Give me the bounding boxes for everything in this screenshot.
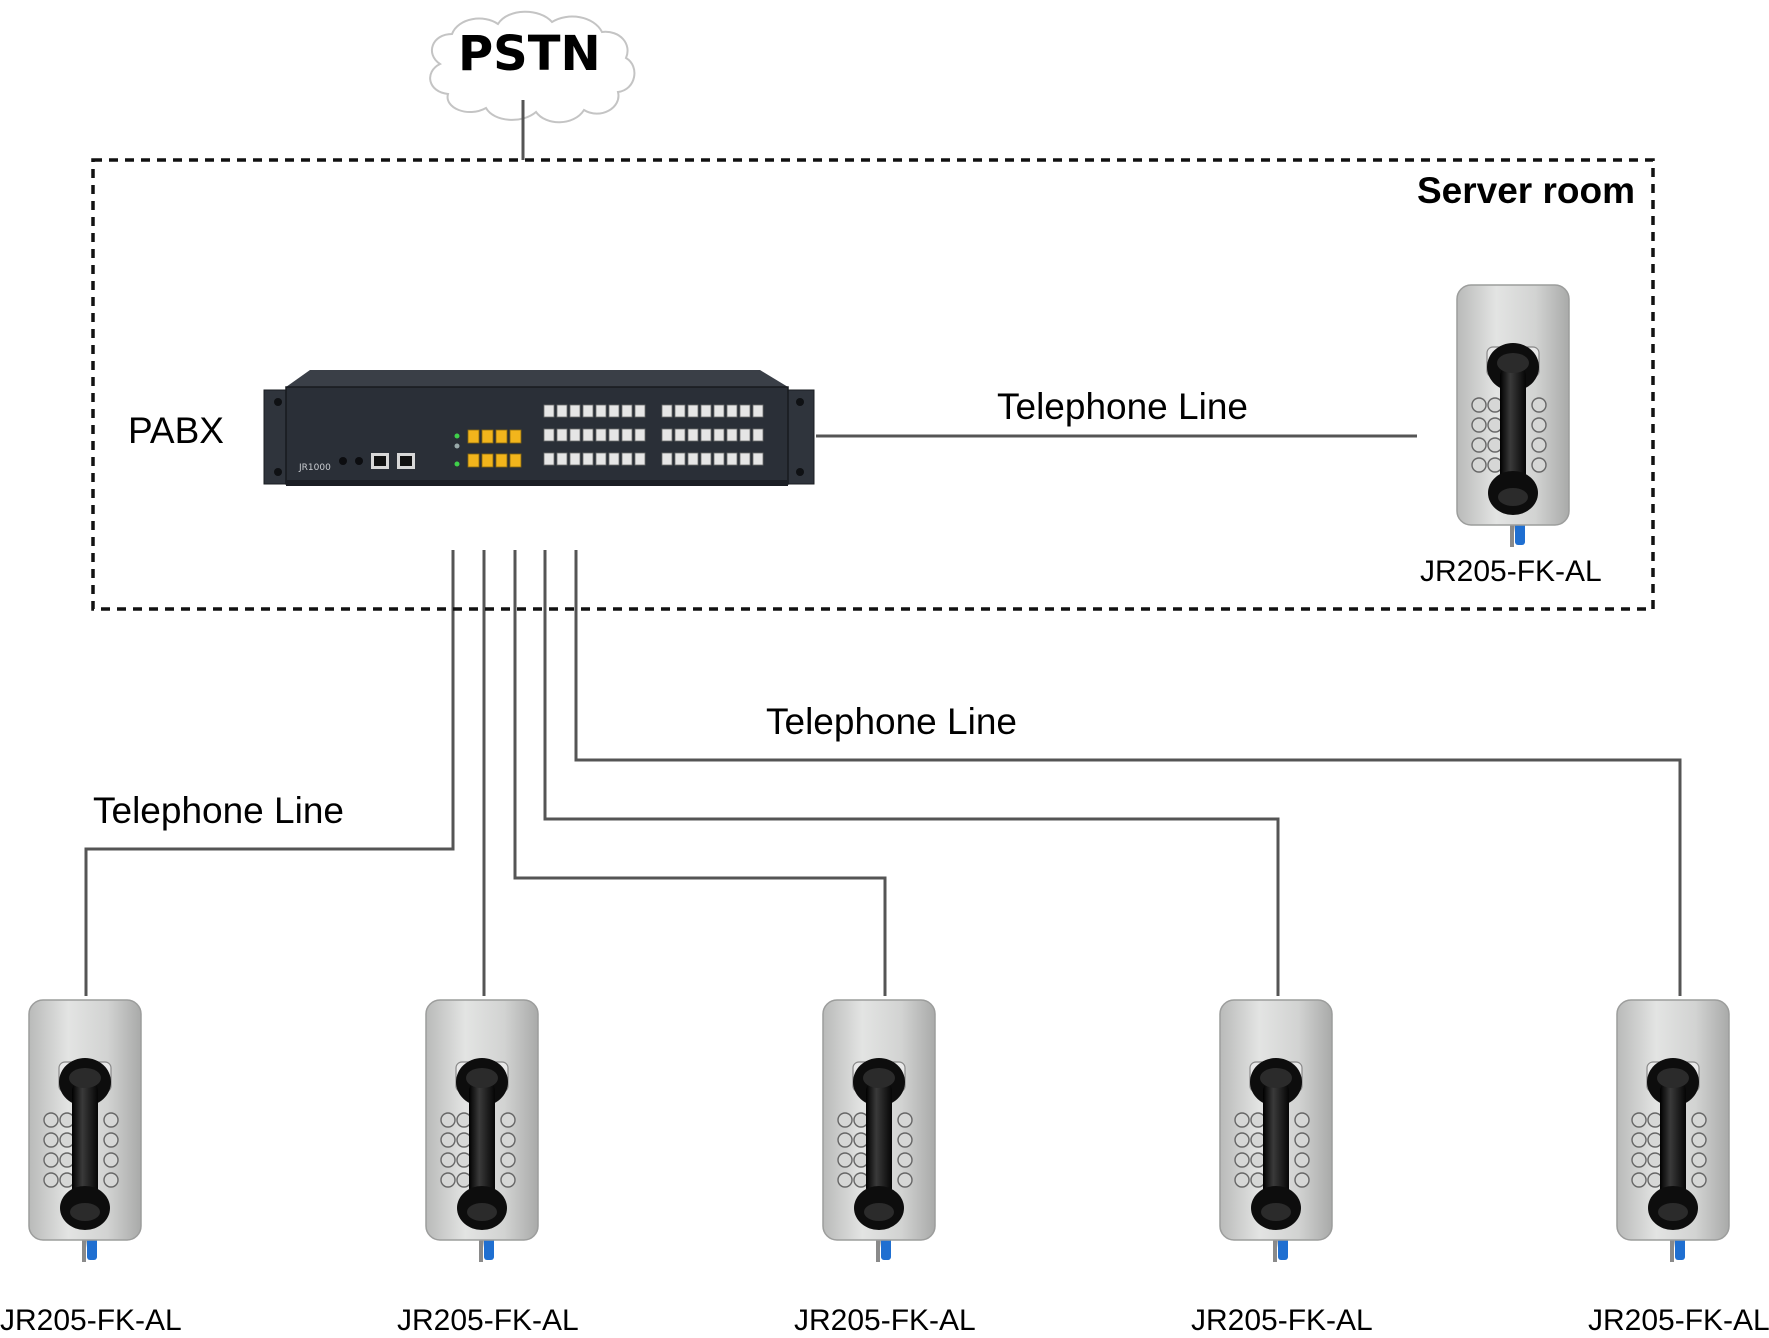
phone-model-label-4: JR205-FK-AL bbox=[1191, 1304, 1373, 1337]
extension-port bbox=[726, 404, 738, 418]
server-room-boundary bbox=[91, 158, 1655, 611]
phone-model-label-2: JR205-FK-AL bbox=[397, 1304, 579, 1337]
extension-port bbox=[739, 404, 751, 418]
extension-port bbox=[713, 452, 725, 466]
extension-port bbox=[752, 428, 764, 442]
phone-5-line bbox=[574, 550, 1682, 996]
trunk-port bbox=[467, 429, 480, 444]
extension-port bbox=[543, 452, 555, 466]
trunk-port bbox=[509, 453, 522, 468]
extension-port bbox=[569, 428, 581, 442]
extension-port bbox=[674, 452, 686, 466]
trunk-port bbox=[481, 453, 494, 468]
extension-port bbox=[726, 428, 738, 442]
extension-port bbox=[582, 404, 594, 418]
extension-port bbox=[634, 404, 646, 418]
extension-port bbox=[752, 452, 764, 466]
server-room-line-label: Telephone Line bbox=[997, 386, 1248, 427]
trunk-port bbox=[495, 453, 508, 468]
middle-line-label: Telephone Line bbox=[766, 701, 1017, 742]
left-line-label: Telephone Line bbox=[93, 790, 344, 831]
phone-device-icon-2 bbox=[424, 998, 540, 1264]
extension-port bbox=[700, 404, 712, 418]
phone-device-icon-5 bbox=[1615, 998, 1731, 1264]
extension-port bbox=[661, 452, 673, 466]
extension-port bbox=[713, 404, 725, 418]
phone-1-line bbox=[84, 550, 455, 996]
pstn-label: PSTN bbox=[458, 26, 601, 82]
extension-port bbox=[739, 452, 751, 466]
phone-device-icon-server-room bbox=[1455, 283, 1571, 549]
trunk-port bbox=[509, 429, 522, 444]
extension-port bbox=[569, 404, 581, 418]
extension-port bbox=[608, 428, 620, 442]
trunk-port bbox=[467, 453, 480, 468]
phone-device-icon-1 bbox=[27, 998, 143, 1264]
extension-port bbox=[582, 428, 594, 442]
phone-device-icon-3 bbox=[821, 998, 937, 1264]
extension-port bbox=[556, 452, 568, 466]
phone-model-label-3: JR205-FK-AL bbox=[794, 1304, 976, 1337]
extension-port bbox=[687, 428, 699, 442]
extension-port bbox=[661, 404, 673, 418]
extension-port bbox=[582, 452, 594, 466]
phone-model-label-1: JR205-FK-AL bbox=[0, 1304, 182, 1337]
extension-port bbox=[700, 452, 712, 466]
connection-lines bbox=[84, 100, 1682, 996]
trunk-port bbox=[481, 429, 494, 444]
extension-port bbox=[634, 452, 646, 466]
extension-port bbox=[556, 404, 568, 418]
extension-port bbox=[543, 428, 555, 442]
extension-port bbox=[752, 404, 764, 418]
phone-model-label-server-room: JR205-FK-AL bbox=[1420, 555, 1602, 588]
phone-device-icon-4 bbox=[1218, 998, 1334, 1264]
pabx-label: PABX bbox=[128, 410, 224, 451]
extension-port bbox=[726, 452, 738, 466]
phone-4-line bbox=[543, 550, 1280, 996]
extension-port bbox=[595, 452, 607, 466]
extension-port bbox=[608, 404, 620, 418]
extension-port bbox=[621, 428, 633, 442]
extension-port bbox=[661, 428, 673, 442]
extension-port bbox=[687, 452, 699, 466]
extension-port bbox=[543, 404, 555, 418]
extension-port bbox=[595, 404, 607, 418]
pstn-cloud-icon bbox=[429, 10, 636, 124]
phone-model-label-5: JR205-FK-AL bbox=[1588, 1304, 1769, 1337]
extension-port bbox=[595, 428, 607, 442]
trunk-port bbox=[495, 429, 508, 444]
extension-port bbox=[713, 428, 725, 442]
pabx-model-text: JR1000 bbox=[298, 463, 331, 473]
extension-port bbox=[674, 404, 686, 418]
extension-port bbox=[621, 404, 633, 418]
extension-port bbox=[687, 404, 699, 418]
extension-port bbox=[556, 428, 568, 442]
pabx-device-icon: JR1000 bbox=[263, 370, 815, 486]
extension-port bbox=[621, 452, 633, 466]
phone-3-line bbox=[513, 550, 887, 996]
extension-port bbox=[608, 452, 620, 466]
extension-port bbox=[634, 428, 646, 442]
extension-port bbox=[674, 428, 686, 442]
extension-port bbox=[569, 452, 581, 466]
server-room-label: Server room bbox=[1417, 170, 1635, 211]
extension-port bbox=[700, 428, 712, 442]
extension-port bbox=[739, 428, 751, 442]
